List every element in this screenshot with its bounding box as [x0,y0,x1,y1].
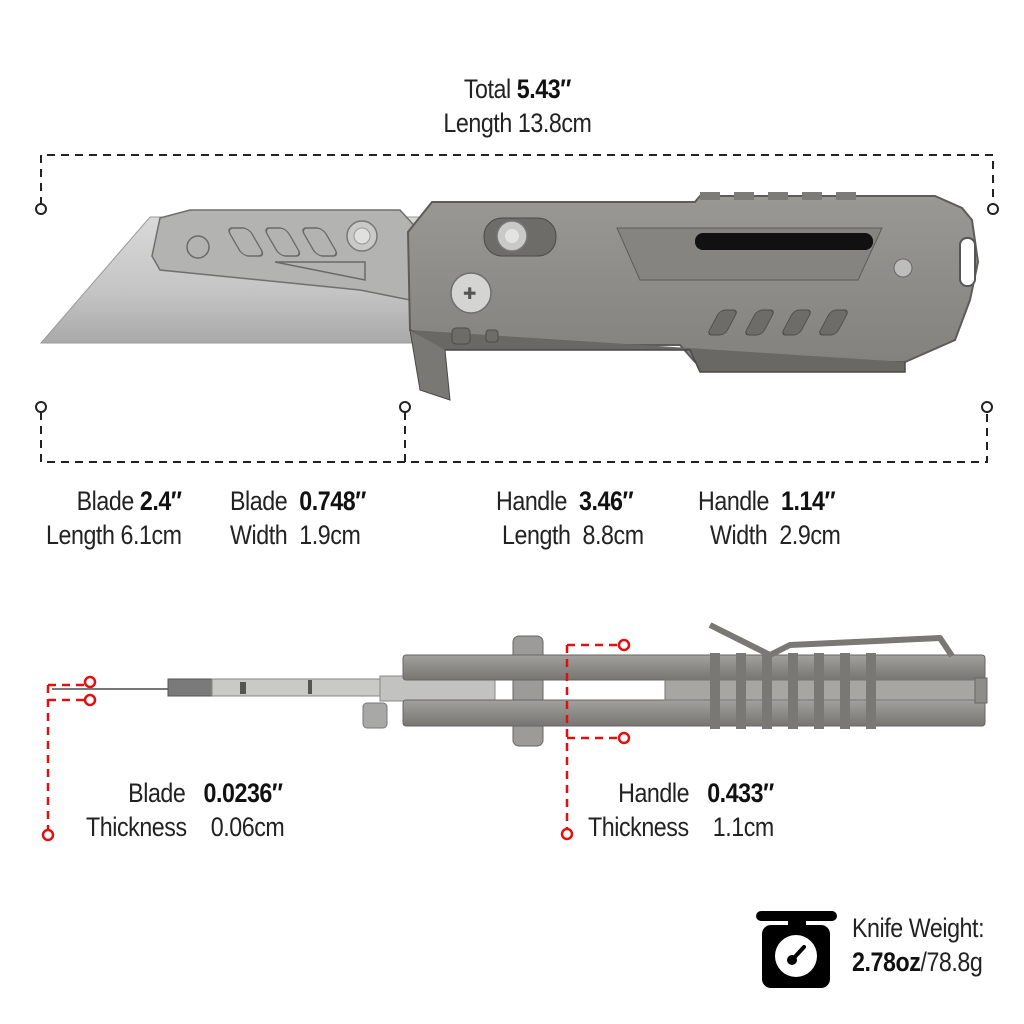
spec-label: Width [710,520,768,550]
weight-grams: 78.8g [926,947,983,977]
spec-value: 0.748″ [299,486,366,516]
blade-thickness-marker [41,675,97,842]
spec-value: 0.433″ [707,778,774,808]
total-label: Total [463,74,511,104]
spec-label: Length [502,520,571,550]
handle-thickness-spec: Handle 0.433″ Thickness 1.1cm [588,776,774,844]
blade-width-spec: Blade 0.748″ Width 1.9cm [230,484,366,552]
blade-thickness-spec: Blade 0.0236″ Thickness 0.06cm [86,776,285,844]
total-length-spec: Total 5.43″ Length 13.8cm [440,72,595,140]
spec-label: Handle [618,778,690,808]
knife-side-view [52,622,988,747]
spec-metric: 1.9cm [299,520,361,550]
spec-value: 3.46″ [579,486,634,516]
spec-value: 1.14″ [781,486,836,516]
spec-value: 2.4″ [139,486,182,516]
scale-icon [756,911,837,988]
spec-metric: 6.1cm [120,520,182,550]
spec-label: Blade [128,778,186,808]
length-label: Length [443,108,512,138]
weight-oz: 2.78oz [852,947,921,977]
spec-metric: 2.9cm [779,520,841,550]
svg-text:✚: ✚ [463,286,476,303]
spec-label: Blade [76,486,135,516]
spec-label: Blade [230,486,288,516]
weight-label: Knife Weight: [852,913,985,943]
knife-weight-spec: Knife Weight: 2.78oz/78.8g [852,911,985,979]
spec-metric: 1.1cm [712,812,775,842]
spec-label: Thickness [588,812,689,842]
spec-label: Handle [496,486,568,516]
blade-length-spec: Blade 2.4″ Length 6.1cm [46,484,182,552]
total-length-dimension [35,154,999,215]
knife-top-view: ✚ [39,192,980,401]
spec-label: Width [230,520,288,550]
spec-metric: 8.8cm [582,520,645,550]
handle-length-spec: Handle 3.46″ Length 8.8cm [496,484,644,552]
weight-separator: / [920,947,927,977]
handle-thickness-marker [560,638,631,841]
spec-value: 0.0236″ [203,778,283,808]
spec-metric: 0.06cm [210,812,285,842]
spec-label: Length [46,520,115,550]
length-split-dimension [35,401,993,463]
spec-label: Handle [698,486,770,516]
total-value: 5.43″ [516,74,572,104]
spec-label: Thickness [86,812,187,842]
handle-width-spec: Handle 1.14″ Width 2.9cm [698,484,841,552]
total-metric: 13.8cm [517,108,592,138]
